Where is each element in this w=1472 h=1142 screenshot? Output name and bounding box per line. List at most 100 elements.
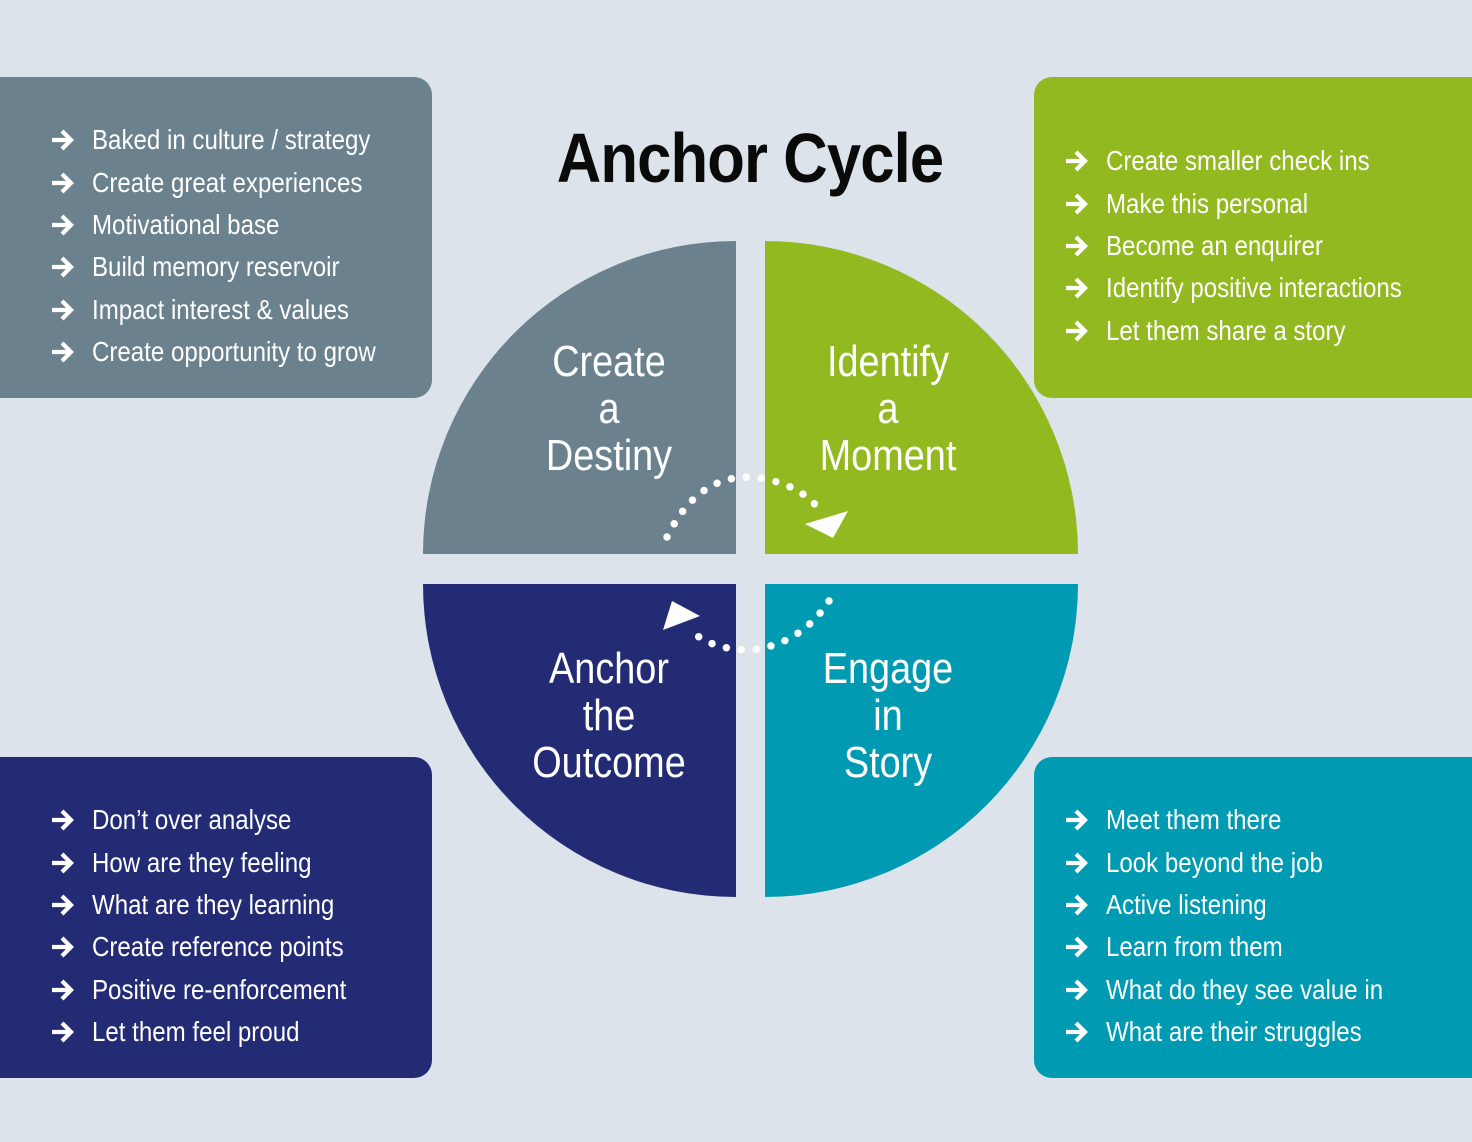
list-item-text: Let them share a story bbox=[1106, 314, 1346, 346]
list-item-text: Baked in culture / strategy bbox=[92, 124, 371, 156]
label-line: in bbox=[873, 691, 903, 740]
list-item-text: Create reference points bbox=[92, 931, 344, 963]
arrow-right-icon bbox=[52, 299, 74, 321]
label-anchor-outcome: Anchor the Outcome bbox=[506, 645, 712, 786]
list-item-text: Create smaller check ins bbox=[1106, 145, 1370, 177]
arrow-right-icon bbox=[1066, 277, 1088, 299]
list-item: What are their struggles bbox=[1064, 1011, 1472, 1053]
label-line: a bbox=[598, 384, 620, 433]
arrow-right-icon bbox=[52, 894, 74, 916]
dotted-cycle-arrow-bottom bbox=[684, 597, 833, 654]
list-item: How are they feeling bbox=[50, 841, 432, 883]
label-create-destiny: Create a Destiny bbox=[506, 338, 712, 479]
list-item: Let them share a story bbox=[1064, 310, 1472, 352]
label-line: Create bbox=[552, 337, 666, 386]
arrow-right-icon bbox=[1066, 320, 1088, 342]
list-item: Look beyond the job bbox=[1064, 841, 1472, 883]
list-item: Positive re-enforcement bbox=[50, 969, 432, 1011]
list-item: Don’t over analyse bbox=[50, 799, 432, 841]
arrow-right-icon bbox=[1066, 894, 1088, 916]
label-line: Outcome bbox=[532, 738, 686, 787]
list-item-text: Motivational base bbox=[92, 208, 280, 240]
arrow-right-icon bbox=[1066, 809, 1088, 831]
list-item-text: Positive re-enforcement bbox=[92, 973, 347, 1005]
list-item-text: How are they feeling bbox=[92, 846, 312, 878]
list-item: Baked in culture / strategy bbox=[50, 119, 432, 161]
label-line: Anchor bbox=[549, 644, 669, 693]
list-item: Create great experiences bbox=[50, 161, 432, 203]
list-item: Become an enquirer bbox=[1064, 225, 1472, 267]
arrow-right-icon bbox=[1066, 979, 1088, 1001]
arrow-right-icon bbox=[52, 852, 74, 874]
quadrant-identify-moment bbox=[765, 241, 1078, 554]
list-item: Identify positive interactions bbox=[1064, 267, 1472, 309]
label-line: Story bbox=[843, 738, 933, 787]
arrow-right-icon bbox=[52, 256, 74, 278]
arrow-right-icon bbox=[1066, 193, 1088, 215]
arrow-right-icon bbox=[52, 214, 74, 236]
quadrant-create-destiny bbox=[423, 241, 736, 554]
label-line: Destiny bbox=[545, 431, 673, 480]
list-item: Create smaller check ins bbox=[1064, 140, 1472, 182]
list-item-text: Don’t over analyse bbox=[92, 804, 292, 836]
dotted-cycle-arrow-top bbox=[663, 473, 822, 541]
list-item: Create opportunity to grow bbox=[50, 331, 432, 373]
arrow-right-icon bbox=[52, 172, 74, 194]
list-item: Build memory reservoir bbox=[50, 246, 432, 288]
list-item-text: Let them feel proud bbox=[92, 1016, 300, 1048]
label-line: a bbox=[877, 384, 899, 433]
list-item-text: Meet them there bbox=[1106, 804, 1282, 836]
arrowhead-bottom bbox=[663, 601, 700, 630]
list-item-text: Create great experiences bbox=[92, 166, 363, 198]
label-line: Moment bbox=[819, 431, 957, 480]
arrow-right-icon bbox=[52, 936, 74, 958]
list-item: What do they see value in bbox=[1064, 969, 1472, 1011]
label-engage-story: Engage in Story bbox=[785, 645, 991, 786]
list-item-text: Impact interest & values bbox=[92, 293, 349, 325]
arrow-right-icon bbox=[1066, 150, 1088, 172]
list-item: Active listening bbox=[1064, 884, 1472, 926]
arrow-right-icon bbox=[1066, 235, 1088, 257]
list-item: Learn from them bbox=[1064, 926, 1472, 968]
arrow-right-icon bbox=[1066, 936, 1088, 958]
list-item: What are they learning bbox=[50, 884, 432, 926]
arrow-right-icon bbox=[52, 341, 74, 363]
label-identify-moment: Identify a Moment bbox=[785, 338, 991, 479]
quadrant-anchor-outcome bbox=[423, 584, 736, 897]
list-item-text: Learn from them bbox=[1106, 931, 1283, 963]
arrow-right-icon bbox=[1066, 852, 1088, 874]
list-item-text: What do they see value in bbox=[1106, 973, 1384, 1005]
label-line: Engage bbox=[822, 644, 954, 693]
list-item-text: Look beyond the job bbox=[1106, 846, 1323, 878]
list-item: Create reference points bbox=[50, 926, 432, 968]
diagram-title: Anchor Cycle bbox=[556, 119, 944, 197]
list-item-text: Identify positive interactions bbox=[1106, 272, 1402, 304]
list-item-text: Build memory reservoir bbox=[92, 251, 340, 283]
arrow-right-icon bbox=[52, 809, 74, 831]
arrow-right-icon bbox=[52, 979, 74, 1001]
quadrant-engage-story bbox=[765, 584, 1078, 897]
list-item-text: Make this personal bbox=[1106, 187, 1309, 219]
list-item-text: Create opportunity to grow bbox=[92, 336, 376, 368]
label-line: Identify bbox=[826, 337, 950, 386]
list-item-text: What are their struggles bbox=[1106, 1016, 1362, 1048]
arrowhead-top bbox=[805, 511, 848, 538]
list-item-text: What are they learning bbox=[92, 888, 335, 920]
arrow-right-icon bbox=[52, 1021, 74, 1043]
list-item: Motivational base bbox=[50, 204, 432, 246]
arrow-right-icon bbox=[52, 129, 74, 151]
list-item: Let them feel proud bbox=[50, 1011, 432, 1053]
label-line: the bbox=[582, 691, 636, 740]
arrow-right-icon bbox=[1066, 1021, 1088, 1043]
list-item-text: Active listening bbox=[1106, 888, 1267, 920]
list-item: Meet them there bbox=[1064, 799, 1472, 841]
list-item: Impact interest & values bbox=[50, 289, 432, 331]
